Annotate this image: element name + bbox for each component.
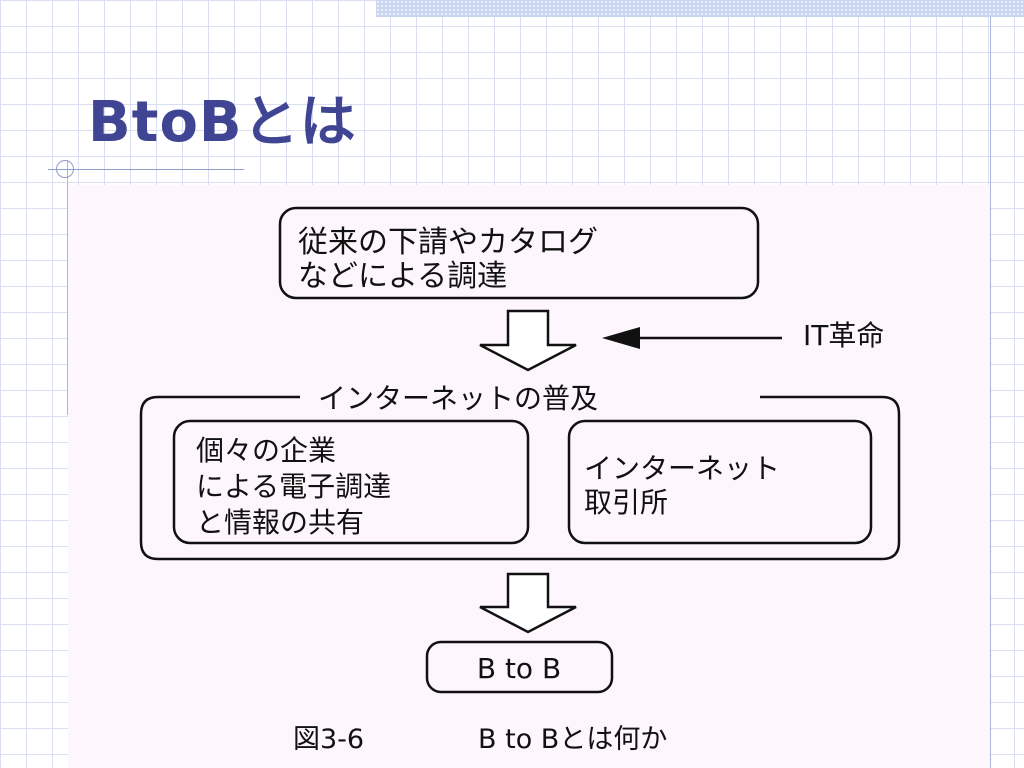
internet-spread-label: インターネットの普及 bbox=[318, 382, 598, 415]
title-ornament-circle bbox=[56, 160, 74, 178]
traditional-procurement-box bbox=[278, 206, 760, 300]
btob-box-label: B to B bbox=[477, 652, 561, 685]
individual-e-procurement-box bbox=[172, 419, 530, 545]
btob-box bbox=[425, 640, 614, 694]
slide-title: BtoBとは bbox=[88, 90, 357, 155]
internet-exchange-line-2: 取引所 bbox=[584, 486, 668, 519]
individual-e-procurement-line-1: 個々の企業 bbox=[196, 434, 336, 467]
individual-e-procurement-line-2: による電子調達 bbox=[196, 470, 391, 503]
down-arrow-2 bbox=[479, 572, 577, 634]
left-decorative-rule bbox=[67, 160, 68, 415]
individual-e-procurement-line-3: と情報の共有 bbox=[196, 506, 364, 539]
traditional-procurement-line-1: 従来の下請やカタログ bbox=[298, 225, 598, 260]
down-arrow-1 bbox=[479, 309, 577, 372]
traditional-procurement-line-2: などによる調達 bbox=[298, 259, 507, 294]
title-underline-rule bbox=[48, 169, 244, 170]
it-revolution-arrow-head bbox=[602, 327, 640, 349]
internet-spread-outer-box bbox=[139, 395, 901, 561]
btob-diagram: 従来の下請やカタログ などによる調達 IT革命 インターネットの普及 個々の企業… bbox=[139, 206, 901, 755]
internet-exchange-box bbox=[567, 419, 873, 545]
internet-exchange-line-1: インターネット bbox=[584, 452, 780, 485]
top-decorative-band bbox=[376, 0, 1024, 17]
right-decorative-rule bbox=[990, 17, 991, 768]
it-revolution-label: IT革命 bbox=[803, 319, 884, 352]
figure-caption-text: B to Bとは何か bbox=[478, 724, 667, 755]
figure-caption-number: 図3-6 bbox=[293, 724, 364, 755]
